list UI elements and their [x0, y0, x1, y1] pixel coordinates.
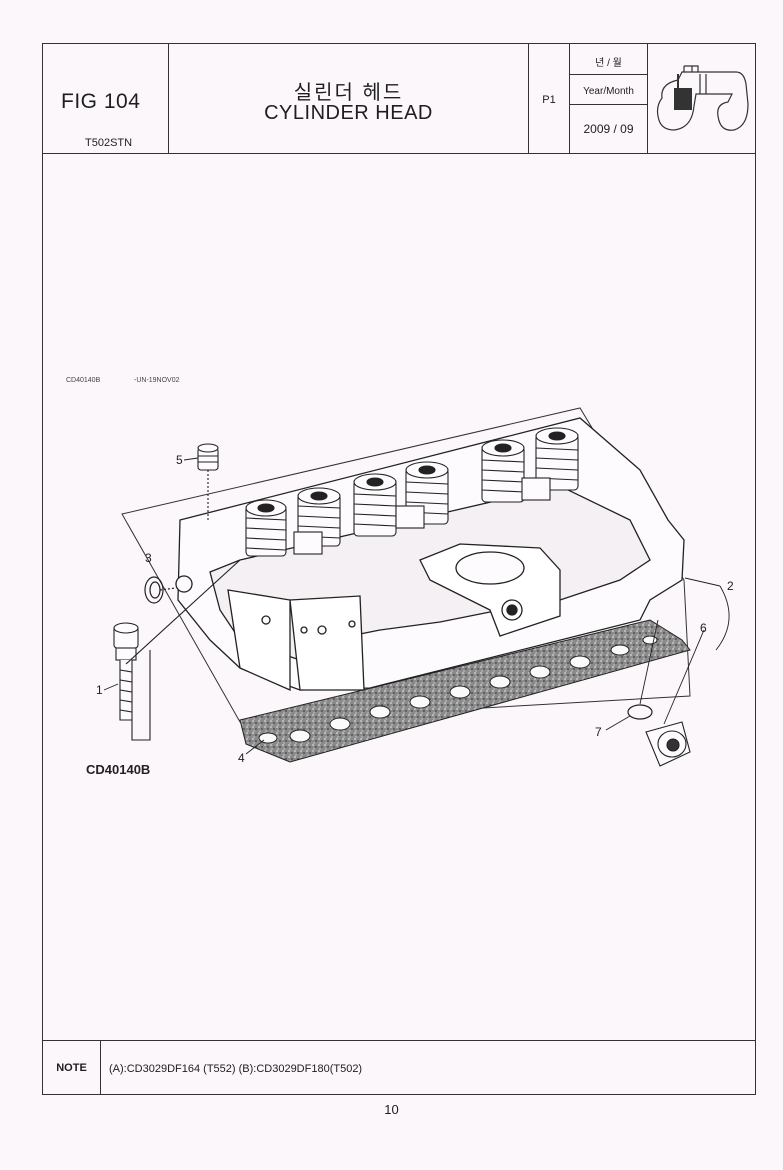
valve-spring-4 — [405, 461, 449, 525]
valve-spring-3 — [353, 473, 397, 537]
seal-ring-part-3 — [144, 576, 177, 604]
figure-number: FIG 104 — [61, 90, 141, 113]
tractor-icon — [656, 65, 749, 131]
title-block: FIG 104 T502STN 실린더 헤드 CYLINDER HEAD P1 … — [43, 44, 755, 154]
tractor-icon-cell — [648, 44, 755, 153]
date-cell: 년 / 월 Year/Month 2009 / 09 — [570, 44, 648, 153]
callout-1: 1 — [96, 683, 103, 697]
washer-part-7 — [627, 704, 653, 720]
drawing-ref-right: -UN-19NOV02 — [134, 377, 180, 384]
date-label: Year/Month — [583, 86, 634, 97]
page-frame: FIG 104 T502STN 실린더 헤드 CYLINDER HEAD P1 … — [42, 43, 756, 1095]
callout-7: 7 — [595, 725, 602, 739]
callout-5: 5 — [176, 453, 183, 467]
figure-cell: FIG 104 T502STN — [43, 44, 169, 153]
note-label: NOTE — [43, 1041, 101, 1095]
title-cell: 실린더 헤드 CYLINDER HEAD — [169, 44, 529, 153]
valve-spring-6 — [535, 427, 579, 491]
date-value: 2009 / 09 — [583, 122, 634, 136]
title-english: CYLINDER HEAD — [264, 102, 433, 124]
valve-springs — [245, 427, 579, 557]
drawing-caption: CD40140B — [86, 762, 150, 777]
valve-spring-5 — [481, 439, 525, 503]
callout-2: 2 — [727, 579, 734, 593]
note-block: NOTE (A):CD3029DF164 (T552) (B):CD3029DF… — [43, 1040, 755, 1095]
plug-part-5 — [197, 443, 219, 520]
page-number: 10 — [384, 1102, 399, 1117]
drain-plug-part-6 — [645, 721, 691, 767]
callout-6: 6 — [700, 621, 707, 635]
callout-4: 4 — [238, 751, 245, 765]
note-text: (A):CD3029DF164 (T552) (B):CD3029DF180(T… — [109, 1063, 363, 1075]
page-code: P1 — [542, 94, 556, 106]
head-gasket — [239, 619, 691, 763]
page-cell: P1 — [529, 44, 570, 153]
leader-lines — [103, 457, 730, 755]
drawing-ref-left: CD40140B — [66, 377, 101, 384]
outline-frame — [121, 407, 691, 723]
valve-spring-1 — [245, 499, 287, 557]
model-code: T502STN — [85, 137, 133, 149]
date-label-korean: 년 / 월 — [595, 58, 622, 69]
stud-bolt-part-1 — [113, 559, 241, 741]
title-korean: 실린더 헤드 — [293, 82, 404, 104]
callout-3: 3 — [145, 551, 152, 565]
